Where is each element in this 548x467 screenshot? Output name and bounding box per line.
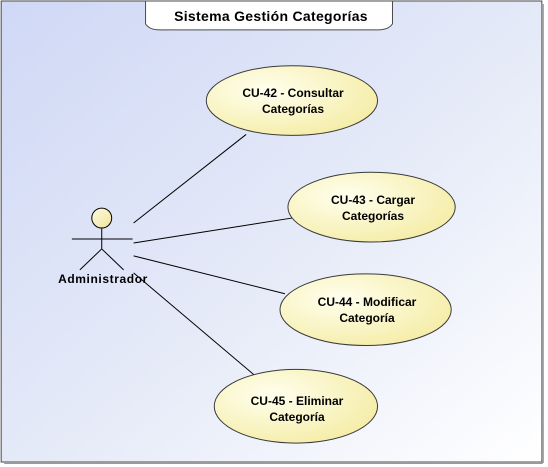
use-case-label-cu42: CU-42 - Consultar Categorías xyxy=(207,85,379,117)
actor-left-leg xyxy=(79,248,103,271)
use-case-cu42-line2: Categorías xyxy=(261,102,325,116)
title-tab-shape xyxy=(145,0,393,31)
use-case-cu43[interactable] xyxy=(287,171,456,243)
diagram-title: Sistema Gestión Categorías xyxy=(174,8,368,24)
use-case-label-cu45: CU-45 - Eliminar Categoría xyxy=(215,393,379,425)
use-case-cu43-line2: Categorías xyxy=(341,209,405,223)
association-line-cu43 xyxy=(133,217,292,244)
use-case-cu42[interactable] xyxy=(205,65,379,136)
use-case-cu45[interactable] xyxy=(213,368,379,444)
use-case-label-cu44: CU-44 - Modificar Categoría xyxy=(281,294,453,326)
association-line-cu45 xyxy=(133,272,258,378)
use-case-cu45-line1: CU-45 - Eliminar xyxy=(250,394,344,408)
use-case-cu44-line1: CU-44 - Modificar xyxy=(317,295,417,309)
use-case-label-cu43: CU-43 - Cargar Categorías xyxy=(289,192,457,224)
use-case-cu44-line2: Categoría xyxy=(339,311,395,325)
association-line-cu44 xyxy=(133,255,286,295)
use-case-cu45-line2: Categoría xyxy=(269,410,325,424)
use-case-cu43-line1: CU-43 - Cargar xyxy=(330,193,416,207)
actor-head xyxy=(91,207,113,229)
use-case-cu44[interactable] xyxy=(279,273,452,347)
stick-figure-icon[interactable] xyxy=(71,207,133,271)
actor-right-leg xyxy=(101,248,124,271)
actor-label: Administrador xyxy=(58,272,148,286)
association-line-cu42 xyxy=(133,134,247,224)
use-case-cu42-line1: CU-42 - Consultar xyxy=(242,86,344,100)
